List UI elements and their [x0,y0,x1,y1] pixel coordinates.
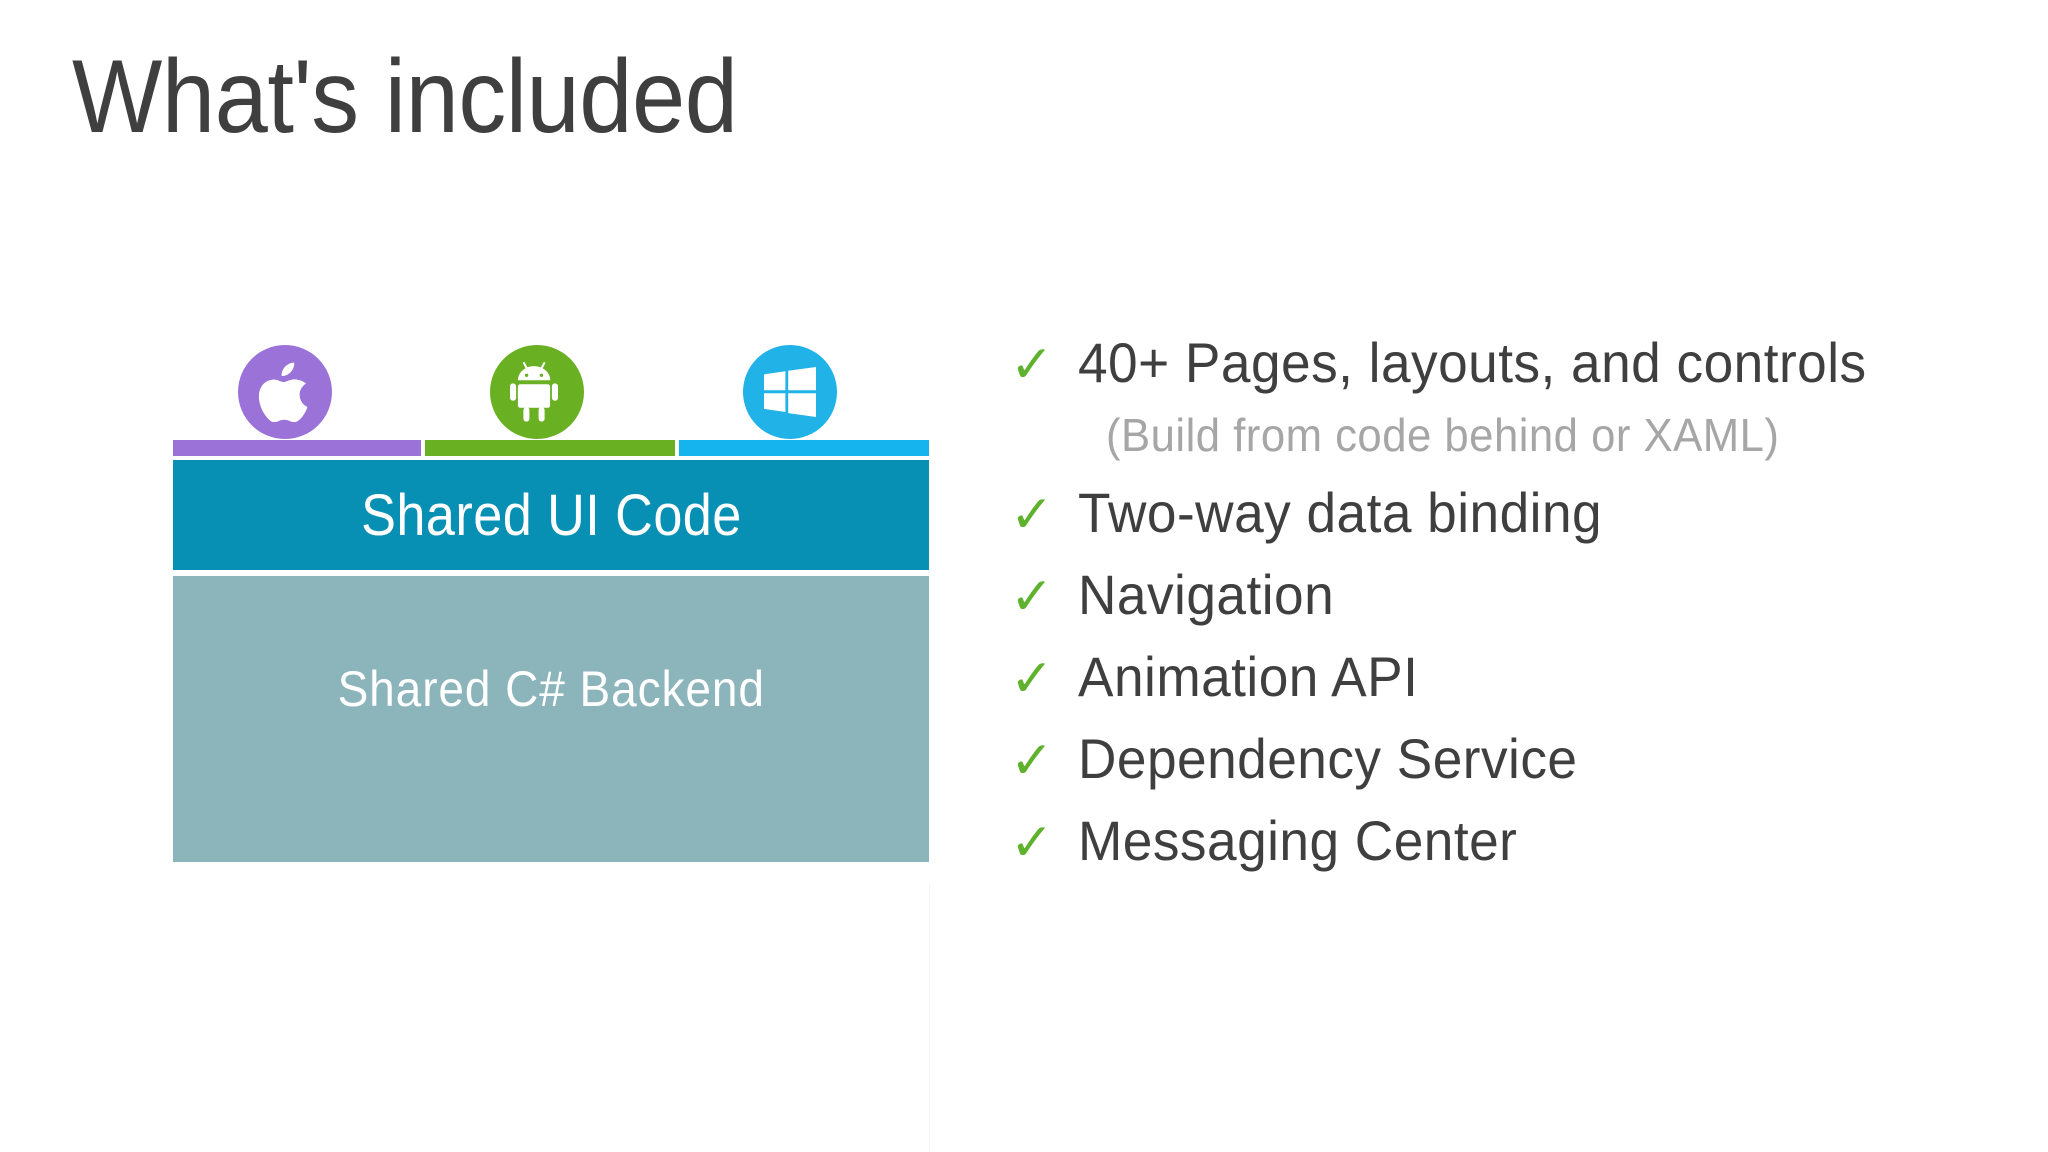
android-icon [510,362,564,422]
check-icon: ✓ [1010,814,1054,873]
feature-subtext: (Build from code behind or XAML) [1106,409,1780,462]
vertical-divider [929,884,930,1152]
list-item: ✓ Dependency Service [1010,726,1990,792]
check-icon: ✓ [1010,650,1054,709]
apple-icon [259,362,311,422]
list-item: ✓ Two-way data binding [1010,480,1990,546]
check-icon: ✓ [1010,732,1054,791]
feature-label: Messaging Center [1078,809,1518,873]
feature-list: ✓ 40+ Pages, layouts, and controls (Buil… [1010,330,1990,890]
list-item: ✓ 40+ Pages, layouts, and controls [1010,330,1990,396]
feature-label: Animation API [1078,645,1419,709]
feature-label: Dependency Service [1078,727,1578,791]
platform-badge-row [173,340,929,440]
list-item: ✓ Messaging Center [1010,808,1990,874]
check-icon: ✓ [1010,336,1054,394]
shared-backend-band: Shared C# Backend [173,576,929,862]
shared-ui-code-band: Shared UI Code [173,460,929,570]
segment-ios [173,440,421,456]
shared-ui-code-label: Shared UI Code [360,482,742,548]
platform-badge-ios [238,345,332,439]
list-item: ✓ Navigation [1010,562,1990,628]
list-item: ✓ Animation API [1010,644,1990,710]
segment-windows [679,440,929,456]
windows-icon [764,367,816,417]
shared-backend-label: Shared C# Backend [337,661,765,717]
feature-label: 40+ Pages, layouts, and controls [1078,331,1867,394]
segment-android [425,440,675,456]
check-icon: ✓ [1010,486,1054,545]
platform-stack-diagram: Shared UI Code Shared C# Backend [173,340,929,862]
platform-badge-windows [743,345,837,439]
platform-color-strip [173,440,929,456]
feature-label: Two-way data binding [1078,481,1603,545]
feature-label: Navigation [1078,563,1335,627]
platform-badge-android [490,345,584,439]
page-title: What's included [72,39,738,155]
check-icon: ✓ [1010,568,1054,627]
